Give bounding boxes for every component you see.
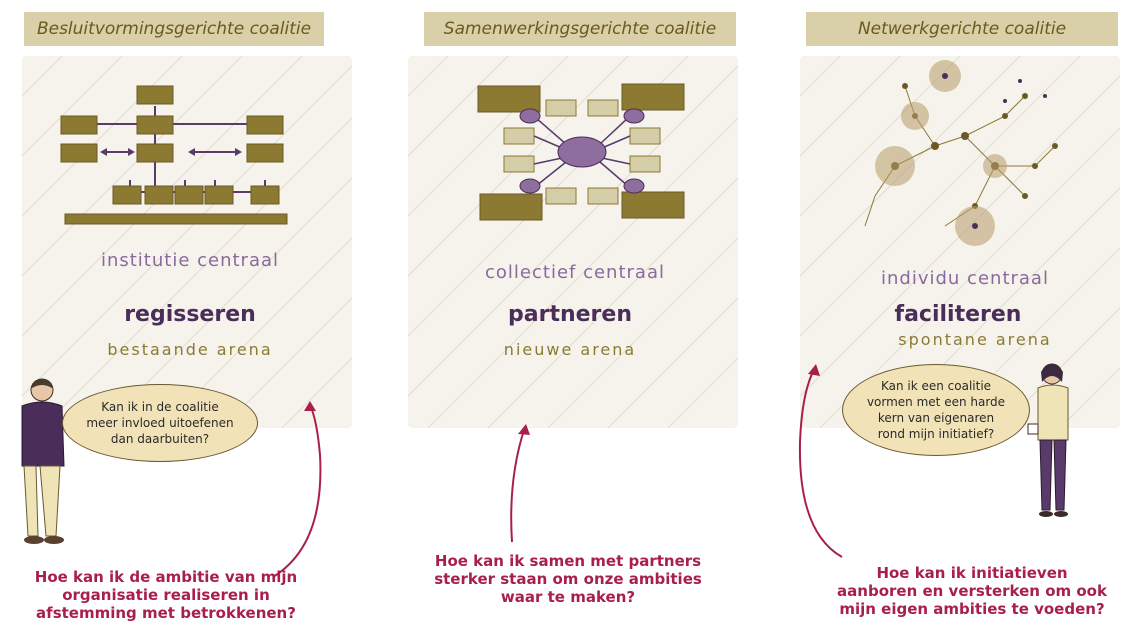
column-3-speech-bubble: Kan ik een coalitie vormen met een harde…	[842, 364, 1030, 456]
individual-network-diagram	[864, 60, 1058, 246]
column-2-central: collectief centraal	[485, 262, 665, 283]
org-box	[246, 115, 284, 135]
partner-box	[477, 85, 541, 113]
org-box	[174, 185, 204, 205]
column-1-arena: bestaande arena	[107, 340, 273, 359]
hierarchy-diagram	[60, 85, 288, 225]
column-3-verb: faciliteren	[894, 302, 1022, 327]
org-box	[136, 143, 174, 163]
column-3-title: Netwerkgerichte coalitie	[857, 19, 1067, 39]
column-3-title-banner: Netwerkgerichte coalitie	[806, 12, 1118, 46]
column-2-question-arrow	[510, 424, 530, 543]
column-1-question: Hoe kan ik de ambitie van mijn organisat…	[34, 568, 298, 622]
org-box	[204, 185, 234, 205]
org-box	[112, 185, 142, 205]
partner-box	[621, 83, 685, 111]
man-figure	[21, 378, 65, 544]
column-2-title-banner: Samenwerkingsgerichte coalitie	[424, 12, 736, 46]
column-1-title-banner: Besluitvormingsgerichte coalitie	[24, 12, 324, 46]
column-2-verb: partneren	[508, 302, 632, 327]
column-1-verb: regisseren	[124, 302, 256, 327]
org-box	[250, 185, 280, 205]
column-1-central: institutie centraal	[100, 250, 280, 271]
column-1-bubble-text: Kan ik in de coalitie meer invloed uitoe…	[86, 400, 234, 446]
column-3-central: individu centraal	[881, 268, 1049, 289]
org-box	[60, 143, 98, 163]
column-3-arena: spontane arena	[898, 330, 1052, 349]
base-bar	[64, 213, 288, 225]
woman-figure	[1027, 363, 1069, 517]
column-3-question-arrow	[798, 364, 843, 558]
column-2-panel	[408, 56, 738, 428]
org-box	[136, 85, 174, 105]
org-box	[246, 143, 284, 163]
column-2-title: Samenwerkingsgerichte coalitie	[443, 19, 717, 39]
column-1-title: Besluitvormingsgerichte coalitie	[36, 19, 312, 39]
panel-hatching	[408, 56, 738, 428]
partner-box	[479, 193, 543, 221]
central-collective-node	[557, 136, 607, 168]
network-partner-diagram	[477, 83, 685, 221]
column-3-bubble-text: Kan ik een coalitie vormen met een harde…	[866, 379, 1006, 441]
column-3-question: Hoe kan ik initiatieven aanboren en vers…	[837, 564, 1107, 618]
column-2-question: Hoe kan ik samen met partners sterker st…	[434, 552, 702, 606]
org-box	[136, 115, 174, 135]
column-1-speech-bubble: Kan ik in de coalitie meer invloed uitoe…	[62, 384, 258, 462]
org-box	[60, 115, 98, 135]
partner-box	[621, 191, 685, 219]
org-box	[144, 185, 174, 205]
column-1-question-arrow	[272, 401, 322, 578]
column-2-arena: nieuwe arena	[503, 340, 637, 359]
